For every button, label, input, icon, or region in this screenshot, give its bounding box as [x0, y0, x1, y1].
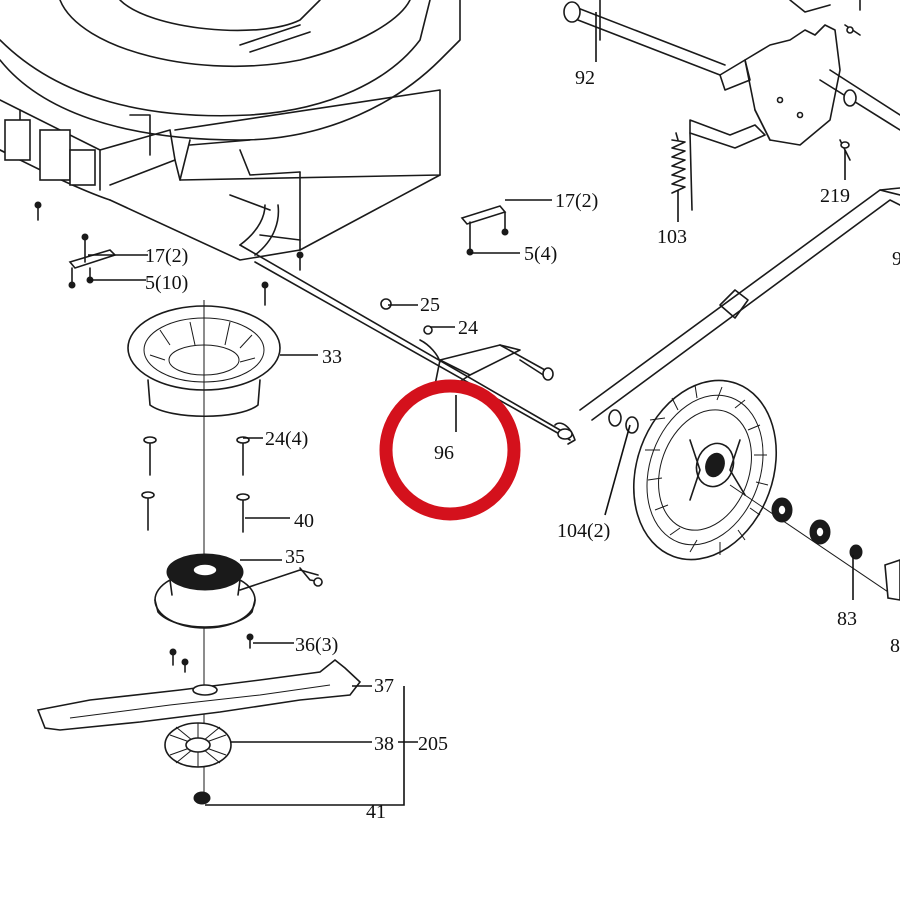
part-label-104-2: 104(2) — [557, 520, 610, 542]
mower-housing — [0, 0, 461, 261]
blade-nut — [193, 791, 211, 805]
part-label-36-3: 36(3) — [295, 634, 338, 656]
height-adjuster — [563, 0, 900, 211]
handle-tube — [579, 187, 900, 421]
blade — [36, 658, 362, 731]
part-label-25: 25 — [420, 294, 440, 316]
motor — [154, 553, 323, 629]
part-label-83: 83 — [837, 608, 857, 630]
part-label-205: 205 — [418, 733, 448, 755]
part-label-5-4: 5(4) — [524, 243, 557, 265]
part-label-5-10: 5(10) — [145, 272, 188, 294]
part-label-35: 35 — [285, 546, 305, 568]
leader-lines — [88, 12, 854, 806]
blade-adapter — [164, 722, 232, 768]
wheel — [608, 379, 778, 561]
small-screws — [169, 633, 254, 673]
part-label-17-2-upper: 17(2) — [555, 190, 598, 212]
axle-lever — [419, 339, 554, 389]
part-label-92: 92 — [575, 67, 595, 89]
part-label-38: 38 — [374, 733, 394, 755]
part-label-103: 103 — [657, 226, 687, 248]
part-label-37: 37 — [374, 675, 394, 697]
part-label-40: 40 — [294, 510, 314, 532]
part-label-96: 96 — [434, 442, 454, 464]
axle-hardware — [729, 484, 900, 601]
part-label-33: 33 — [322, 346, 342, 368]
frame-tube — [229, 194, 576, 445]
mount-bolts — [141, 436, 250, 533]
part-label-41: 41 — [366, 801, 386, 823]
part-label-8: 8 — [890, 635, 900, 657]
part-label-17-2-lower: 17(2) — [145, 245, 188, 267]
part-label-219: 219 — [820, 185, 850, 207]
highlight-circle — [379, 379, 521, 521]
part-label-9: 9 — [892, 248, 900, 270]
part-label-24-4: 24(4) — [265, 428, 308, 450]
part-label-24: 24 — [458, 317, 478, 339]
